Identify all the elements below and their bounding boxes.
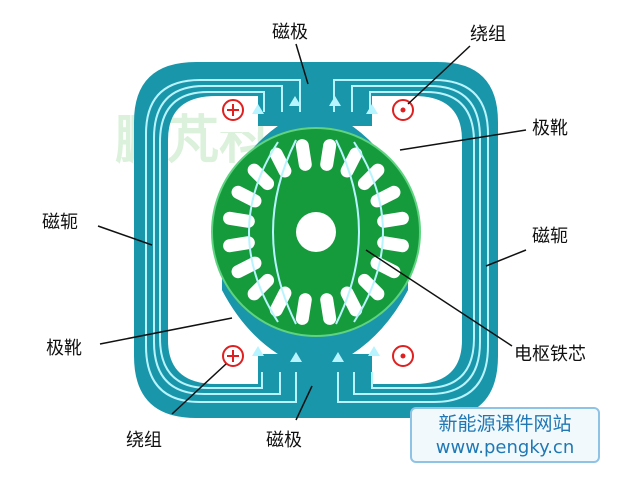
armature-slot — [269, 286, 292, 317]
armature-slot — [320, 293, 337, 325]
armature-slot — [340, 147, 363, 178]
armature-slot — [269, 147, 292, 178]
armature-slot — [295, 139, 312, 171]
armature-slot — [223, 211, 255, 228]
coil-mark-top-right — [392, 99, 414, 121]
armature-slot — [223, 236, 255, 253]
label-pole-top: 磁极 — [272, 22, 308, 43]
label-winding-top: 绕组 — [470, 24, 506, 45]
armature-core — [211, 127, 421, 337]
flux-lines-yoke — [145, 79, 489, 403]
leader-lines — [97, 43, 527, 421]
armature-slot — [295, 293, 312, 325]
coil-mark-bottom-right — [392, 345, 414, 367]
label-winding-bottom: 绕组 — [126, 430, 162, 451]
label-armature-core: 电枢铁芯 — [514, 344, 586, 365]
flux-arrows — [252, 96, 380, 362]
flux-lines-armature — [248, 139, 384, 325]
label-pole-bottom: 磁极 — [266, 430, 302, 451]
label-yoke-right: 磁轭 — [532, 226, 568, 247]
website-credit: 新能源课件网站 www.pengky.cn — [410, 407, 600, 463]
armature-slot — [370, 256, 401, 279]
armature-slot — [377, 236, 409, 253]
armature-slot — [231, 185, 262, 208]
coil-mark-top-left — [222, 99, 244, 121]
credit-site-name: 新能源课件网站 — [438, 413, 572, 435]
armature-slot — [377, 211, 409, 228]
label-pole-shoe-top: 极靴 — [532, 118, 568, 139]
armature-slot — [340, 286, 363, 317]
shaft-hole — [296, 212, 336, 252]
credit-url[interactable]: www.pengky.cn — [435, 437, 575, 458]
coil-mark-bottom-left — [222, 345, 244, 367]
armature-slot — [370, 185, 401, 208]
armature-slot — [320, 139, 337, 171]
armature-slot — [231, 256, 262, 279]
label-pole-shoe-bottom: 极靴 — [46, 338, 82, 359]
label-yoke-left: 磁轭 — [42, 212, 78, 233]
